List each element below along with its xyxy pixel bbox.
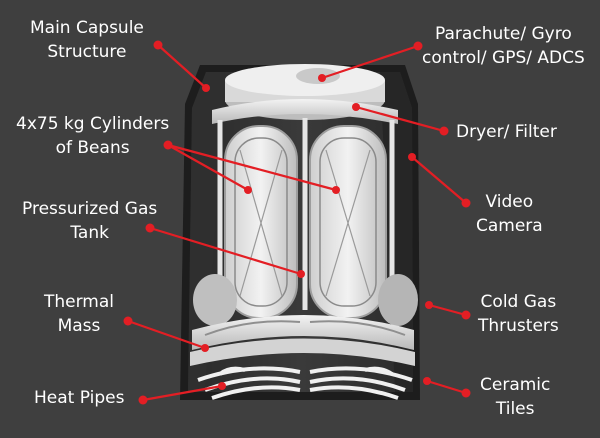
leader-dots [123, 40, 471, 405]
label-line: Parachute/ Gyro [435, 24, 572, 44]
label-line: control/ GPS/ ADCS [422, 48, 585, 68]
label-line: 4x75 kg Cylinders [16, 114, 170, 134]
label-parachute: Parachute/ Gyro control/ GPS/ ADCS [422, 22, 585, 70]
label-cylinders: 4x75 kg Cylinders of Beans [16, 112, 169, 160]
thermal-mass [190, 315, 415, 366]
label-line: Thrusters [478, 316, 559, 336]
label-line: of Beans [55, 138, 130, 158]
gas-tank [193, 274, 418, 326]
label-line: Cold Gas [480, 292, 557, 312]
label-line: Pressurized Gas [22, 199, 158, 219]
label-gas-tank: Pressurized Gas Tank [22, 197, 157, 245]
label-line: Video [485, 192, 534, 212]
label-line: Camera [476, 216, 543, 236]
label-line: Dryer/ Filter [456, 122, 557, 142]
label-thermal-mass: Thermal Mass [44, 290, 114, 338]
label-line: Thermal [44, 292, 115, 312]
label-tiles: Ceramic Tiles [480, 373, 550, 421]
leader-lines [127, 44, 467, 402]
label-video: Video Camera [476, 190, 543, 238]
label-line: Ceramic [480, 375, 551, 395]
label-cold-gas: Cold Gas Thrusters [478, 290, 559, 338]
label-main-capsule: Main Capsule Structure [30, 16, 144, 64]
label-line: Heat Pipes [34, 388, 125, 408]
label-line: Structure [47, 42, 127, 62]
label-line: Mass [57, 316, 101, 336]
label-line: Tank [70, 223, 109, 243]
label-line: Tiles [495, 399, 535, 419]
label-line: Main Capsule [30, 18, 144, 38]
label-dryer: Dryer/ Filter [456, 120, 557, 144]
top-module [212, 64, 398, 124]
label-heat-pipes: Heat Pipes [34, 386, 124, 410]
